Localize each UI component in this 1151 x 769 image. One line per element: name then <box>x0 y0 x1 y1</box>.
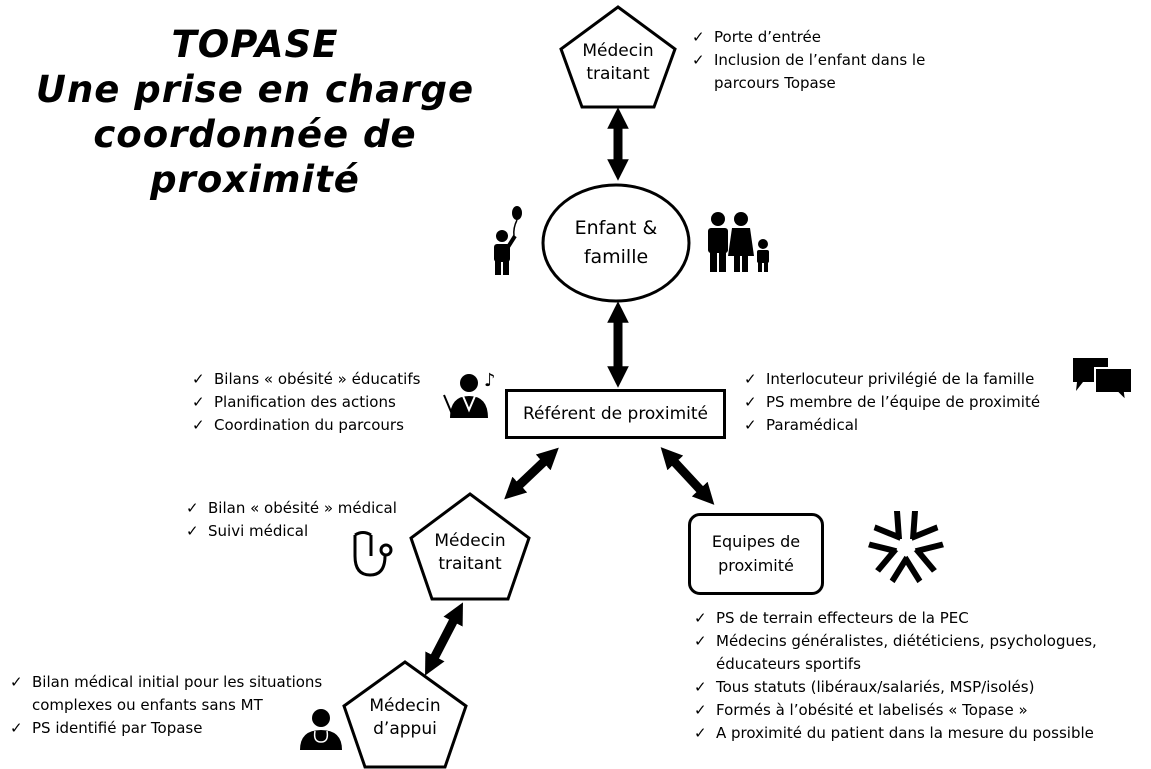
arrow-referent-equipes <box>660 447 715 505</box>
doctor-icon <box>300 709 342 750</box>
list-item: ✓Bilan médical initial pour les situatio… <box>10 673 323 691</box>
list-item: ✓Tous statuts (libéraux/salariés, MSP/is… <box>694 678 1035 696</box>
list-item: ✓Coordination du parcours <box>192 416 404 434</box>
medecin-appui-shape <box>342 660 468 769</box>
list-item: ✓Bilans « obésité » éducatifs <box>192 370 421 388</box>
list-item: ✓Paramédical <box>744 416 859 434</box>
list-item: ✓Inclusion de l’enfant dans le <box>692 51 926 69</box>
list-item: ✓Formés à l’obésité et labelisés « Topas… <box>694 701 1028 719</box>
medecin-traitant-top-shape <box>559 5 677 109</box>
list-item-continuation: parcours Topase <box>714 74 836 92</box>
equipes-box: Equipes de proximité <box>688 513 824 595</box>
list-item: ✓Médecins généralistes, diététiciens, ps… <box>694 632 1097 650</box>
medecin-traitant-top-label: Médecin traitant <box>582 41 654 84</box>
list-item: ✓A proximité du patient dans la mesure d… <box>694 724 1094 742</box>
list-referent-right: ✓Interlocuteur privilégié de la famille … <box>744 368 1040 437</box>
referent-label: Référent de proximité <box>523 404 708 424</box>
enfant-famille-label: Enfant & famille <box>574 217 658 268</box>
child-with-balloon-icon <box>494 206 522 275</box>
medecin-traitant-mid-label: Médecin traitant <box>434 531 506 574</box>
medecin-traitant-mid-shape <box>409 492 531 601</box>
title-line-1: TOPASE <box>171 23 339 66</box>
list-item: ✓PS de terrain effecteurs de la PEC <box>694 609 969 627</box>
list-referent-left: ✓Bilans « obésité » éducatifs ✓Planifica… <box>192 368 420 437</box>
joined-hands-icon <box>868 511 944 584</box>
diagram-title: TOPASE Une prise en charge coordonnée de… <box>30 22 480 202</box>
list-item-continuation: éducateurs sportifs <box>716 655 861 673</box>
title-line-3: coordonnée de <box>93 113 417 156</box>
arrow-medecin-appui <box>425 602 463 676</box>
equipes-label-line-1: Equipes de <box>711 532 801 551</box>
educator-icon: ♪ <box>443 370 496 418</box>
referent-box: Référent de proximité <box>505 389 726 439</box>
title-line-2: Une prise en charge <box>35 68 475 111</box>
chat-bubbles-icon <box>1073 358 1133 404</box>
list-item: ✓Interlocuteur privilégié de la famille <box>744 370 1035 388</box>
list-medecin-traitant-mid: ✓Bilan « obésité » médical ✓Suivi médica… <box>186 497 397 543</box>
medecin-appui-label: Médecin d’appui <box>369 696 441 739</box>
list-item: ✓Suivi médical <box>186 522 309 540</box>
enfant-famille-shape <box>541 183 691 303</box>
list-item: ✓PS identifié par Topase <box>10 719 203 737</box>
arrow-referent-medecin <box>504 447 559 500</box>
stethoscope-icon <box>353 531 393 577</box>
equipes-label-line-2: proximité <box>718 556 794 575</box>
list-item: ✓PS membre de l’équipe de proximité <box>744 393 1041 411</box>
list-item: ✓Planification des actions <box>192 393 396 411</box>
list-item: ✓Bilan « obésité » médical <box>186 499 397 517</box>
list-medecin-appui: ✓Bilan médical initial pour les situatio… <box>10 671 322 740</box>
list-item: ✓Porte d’entrée <box>692 28 821 46</box>
list-equipes: ✓PS de terrain effecteurs de la PEC ✓Méd… <box>694 607 1097 745</box>
svg-text:♪: ♪ <box>484 370 496 391</box>
list-medecin-traitant-top: ✓Porte d’entrée ✓Inclusion de l’enfant d… <box>692 26 925 95</box>
family-icon <box>708 212 769 272</box>
list-item-continuation: complexes ou enfants sans MT <box>32 696 263 714</box>
title-line-4: proximité <box>150 158 360 201</box>
